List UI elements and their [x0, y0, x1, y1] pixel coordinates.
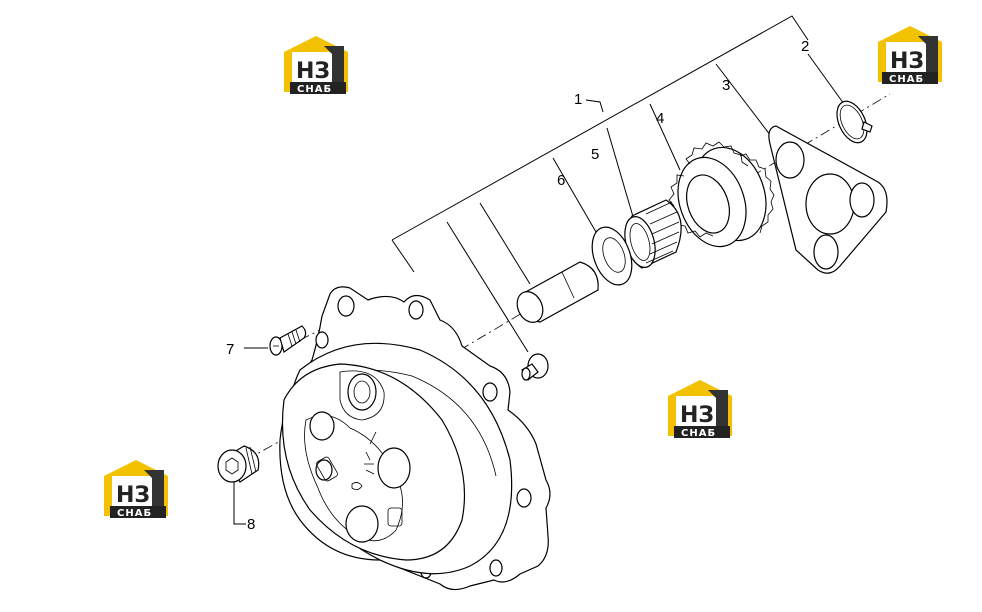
assembly-bracket [391, 15, 845, 353]
callout-1: 1 [574, 91, 582, 108]
callout-4: 4 [656, 110, 664, 127]
leader-line-8 [233, 482, 246, 525]
watermark-snab-text: СНАБ [681, 428, 716, 439]
spur-gear-part [668, 141, 775, 248]
callout-2: 2 [801, 38, 809, 55]
watermark-logo-center-right: НЗ СНАБ [668, 380, 732, 439]
watermark-logo-top-right: НЗ СНАБ [878, 26, 942, 85]
watermark-snab-text: СНАБ [297, 84, 332, 95]
small-dowel-part [521, 353, 549, 381]
watermark-h3-text: НЗ [116, 483, 150, 508]
watermark-snab-text: СНАБ [117, 508, 152, 519]
gear-shaft-pin-part [516, 261, 599, 323]
watermark-logo-top-left: НЗ СНАБ [284, 36, 348, 95]
callout-3: 3 [722, 77, 730, 94]
watermark-h3-text: НЗ [680, 403, 714, 428]
watermark-snab-text: СНАБ [889, 74, 924, 85]
needle-bearing-part [624, 199, 682, 269]
screw-part [269, 325, 307, 356]
watermark-h3-text: НЗ [890, 49, 924, 74]
callout-5: 5 [591, 146, 599, 163]
retaining-ring-part [836, 100, 873, 144]
callout-6: 6 [557, 172, 565, 189]
drain-plug-part [217, 445, 260, 483]
thrust-washer-part [591, 226, 633, 286]
gasket-plate-part [768, 125, 888, 274]
callout-8: 8 [247, 516, 255, 533]
watermark-h3-text: НЗ [296, 59, 330, 84]
callout-7: 7 [226, 341, 234, 358]
pump-housing-part [279, 286, 551, 591]
watermark-logo-bottom-left: НЗ СНАБ [104, 460, 168, 519]
